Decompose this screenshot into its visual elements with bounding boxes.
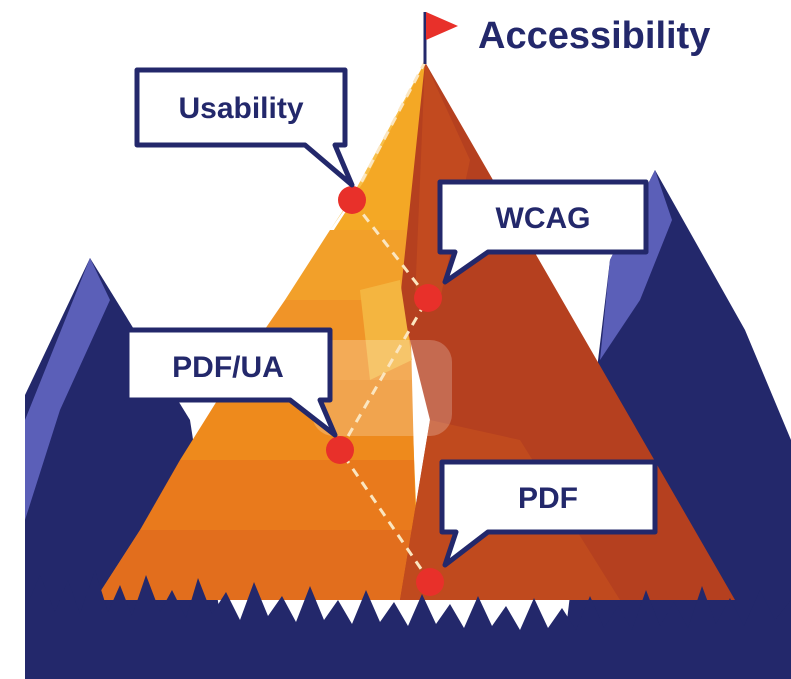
milestone-pins (326, 186, 444, 596)
callout-wcag: WCAG (437, 179, 649, 285)
callout-label-pdf: PDF (518, 482, 578, 515)
callout-usability: Usability (134, 67, 355, 188)
callout-label-wcag: WCAG (496, 202, 591, 235)
flag-icon (423, 12, 458, 64)
video-play-watermark (312, 340, 452, 436)
callout-pdf: PDF (439, 459, 658, 568)
pin-wcag (414, 284, 442, 312)
diagram-title: Accessibility (478, 15, 710, 57)
callout-label-pdf-ua: PDF/UA (172, 351, 284, 384)
forest-silhouette (25, 570, 791, 679)
callout-label-usability: Usability (178, 92, 303, 125)
pin-pdf (416, 568, 444, 596)
callout-pdf-ua: PDF/UA (124, 327, 338, 438)
pin-pdf-ua (326, 436, 354, 464)
pin-usability (338, 186, 366, 214)
